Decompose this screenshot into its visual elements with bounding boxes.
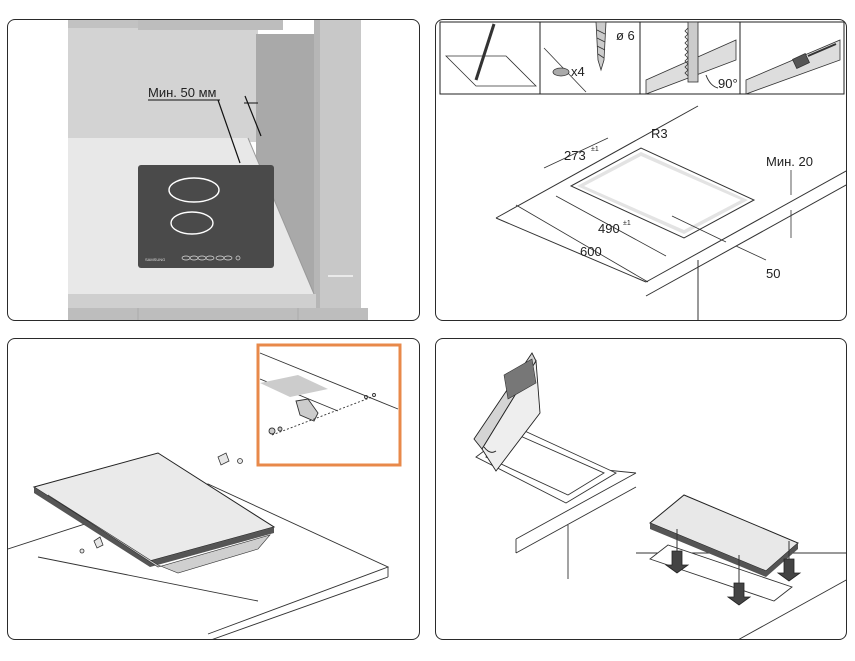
- dim-width-tolerance: ±1: [623, 220, 631, 227]
- drill-diameter: ø 6: [616, 28, 635, 43]
- cut-angle: 90°: [718, 76, 738, 91]
- clip-mounting-illustration: [8, 343, 402, 639]
- min-clearance-label: Мин. 50 мм: [148, 85, 217, 100]
- dim-edge-distance: 50: [766, 266, 780, 281]
- panel-cutout-dimensions: ø 6 x4 90°: [435, 19, 847, 321]
- panel-final-installation: [435, 338, 847, 640]
- burner-large: [168, 177, 220, 203]
- dim-depth: 273: [564, 148, 586, 163]
- clearance-illustration: SAMSUNG Мин. 50 мм: [68, 20, 368, 320]
- dim-width: 490: [598, 221, 620, 236]
- brand-text: SAMSUNG: [145, 257, 165, 262]
- drill-count: x4: [571, 64, 585, 79]
- dim-radius: R3: [651, 126, 668, 141]
- panel-clip-mounting: [7, 338, 420, 640]
- cutout-diagram: ø 6 x4 90°: [439, 21, 846, 320]
- panel-installation-clearance: SAMSUNG Мин. 50 мм: [7, 19, 420, 321]
- dim-counter-depth: 600: [580, 244, 602, 259]
- dim-depth-tolerance: ±1: [591, 146, 599, 153]
- dim-min-top: Мин. 20: [766, 154, 813, 169]
- clip-detail-inset: [256, 343, 402, 467]
- cooktop-glass: [138, 165, 274, 268]
- burner-small: [170, 211, 214, 235]
- final-installation-illustration: [473, 352, 846, 639]
